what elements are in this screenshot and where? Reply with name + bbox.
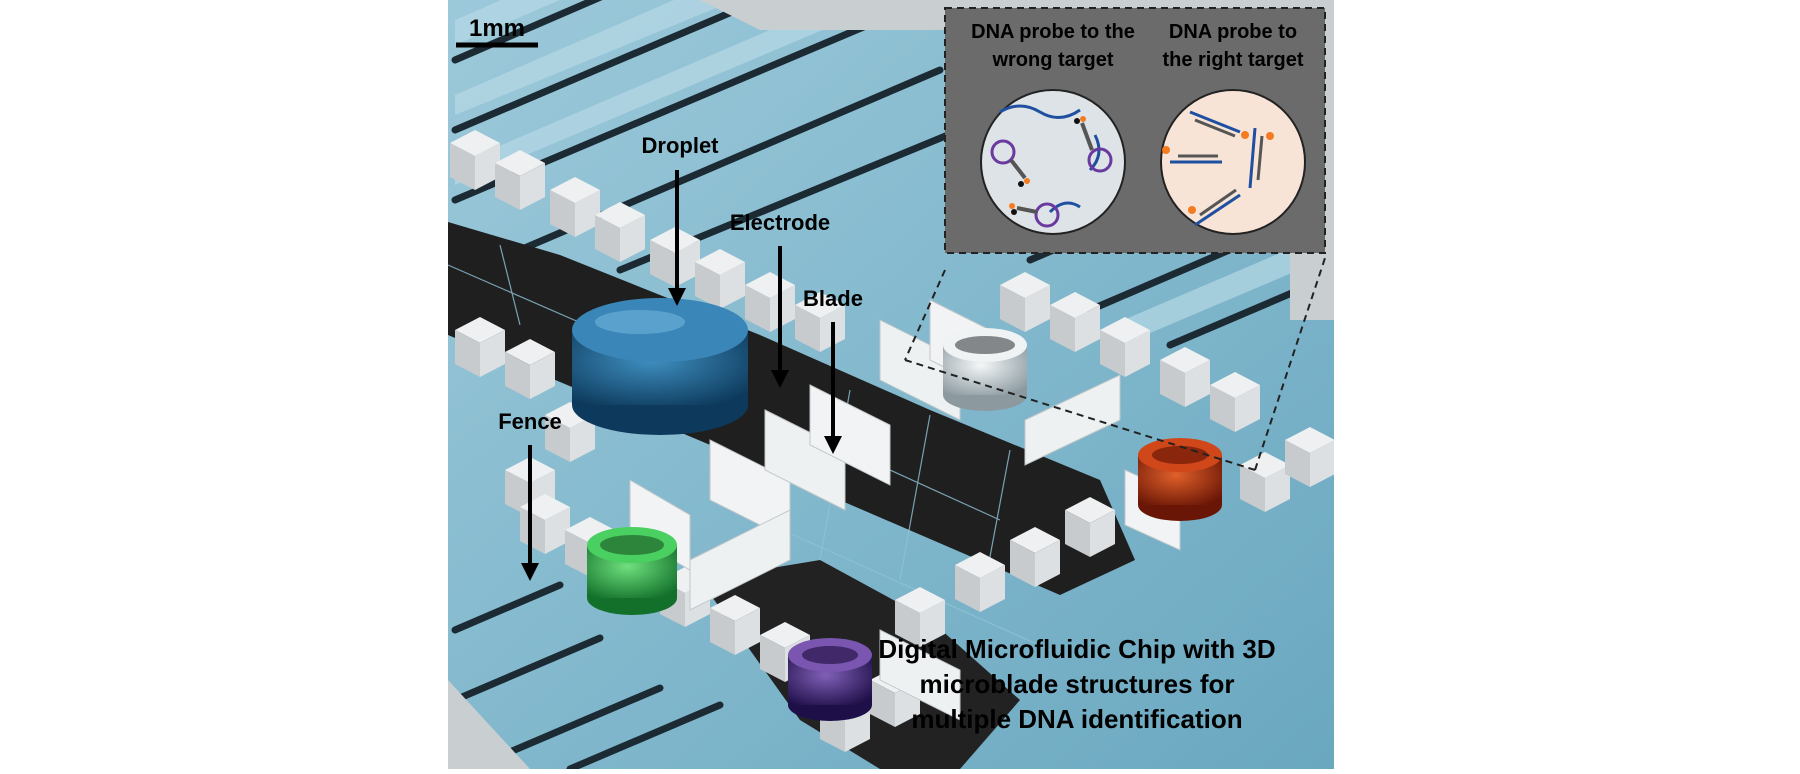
fence-cube [795,292,845,352]
droplet-purple [788,638,872,721]
droplet-blue [572,298,748,435]
caption-line3: multiple DNA identification [911,704,1242,734]
label-blade: Blade [803,286,863,311]
blade [879,629,961,721]
fence-cube [550,177,600,237]
droplet-clear [943,328,1027,411]
fence-cube [1240,452,1290,512]
fence-cube [1065,497,1115,557]
caption-line2: microblade structures for [920,669,1235,699]
right-target-circle [1160,89,1306,235]
inset-right-title-line1: DNA probe to [1169,21,1297,43]
fence-cube [745,272,795,332]
callout-lines [904,257,1326,471]
blade [1024,374,1121,466]
fence-cube [1210,372,1260,432]
inset-panel: DNA probe to the wrong target DNA probe … [944,7,1326,254]
caption-line1: Digital Microfluidic Chip with 3D [878,634,1275,664]
arrow-blade-head [824,436,842,454]
blade [809,384,891,486]
fence-cube [1000,272,1050,332]
label-electrode: Electrode [730,210,830,235]
label-droplet: Droplet [642,133,720,158]
fence-cube [595,202,645,262]
chip-stripes [455,0,1334,350]
fence-cube [450,130,500,190]
fence-cube [955,552,1005,612]
annotations: Droplet Electrode Blade Fence [498,133,863,581]
fence-cube [1160,347,1210,407]
fence-cube [1100,317,1150,377]
droplet-red [1138,438,1222,521]
inset-right-title-line2: the right target [1162,49,1303,71]
arrow-fence-head [521,563,539,581]
scale-bar: 1mm [456,15,538,48]
fence-cube [1010,527,1060,587]
fence-cube [895,587,945,647]
fence-cube [455,317,505,377]
fence-cube [545,402,595,462]
fence-cube [505,339,555,399]
fence-cube [695,249,745,309]
fence-cube [710,595,760,655]
fence-cube [1285,427,1334,487]
caption: Digital Microfluidic Chip with 3D microb… [878,634,1275,734]
fence-cube [495,150,545,210]
inset-wrong-title-line2: wrong target [991,49,1113,71]
wrong-target-circle [980,89,1126,235]
inset-wrong-title-line1: DNA probe to the [971,21,1135,43]
chip-frame-bottom [448,680,530,769]
arrow-electrode-head [771,370,789,388]
label-fence: Fence [498,409,562,434]
blade [689,509,791,611]
scale-bar-label: 1mm [469,15,525,42]
fence-cube [520,494,570,554]
arrow-droplet-head [668,288,686,306]
fence-cube [1050,292,1100,352]
droplet-green [587,527,677,615]
